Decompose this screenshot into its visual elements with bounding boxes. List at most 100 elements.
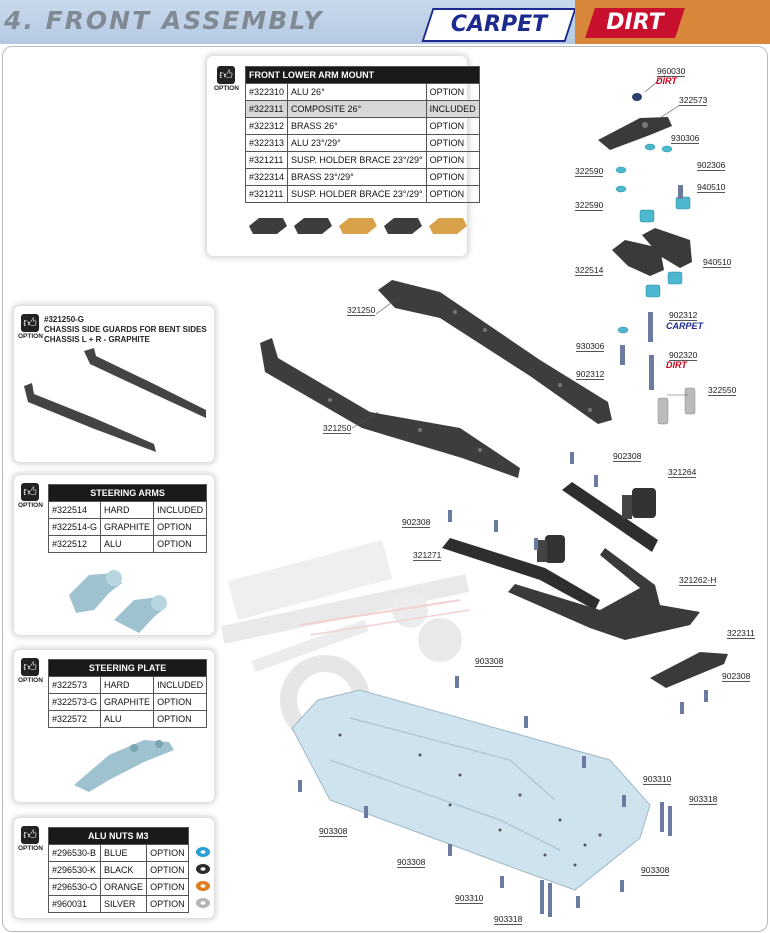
steering-arms-thumbnail [69, 570, 167, 633]
cell-desc: SILVER [100, 895, 148, 913]
label-321250-b: 321250 [323, 423, 352, 434]
side-guard-lower [260, 338, 520, 478]
table-title: FRONT LOWER ARM MOUNT [245, 66, 480, 84]
table-title: ALU NUTS M3 [48, 827, 189, 845]
option-label: OPTION [214, 85, 239, 92]
label-940510-a: 940510 [697, 182, 726, 193]
nut-icon [196, 898, 210, 908]
chassis-side-guards-box: 👍︎ OPTION #321250-G CHASSIS SIDE GUARDS … [14, 306, 214, 462]
header-bar: 4. FRONT ASSEMBLY CARPET DIRT [0, 0, 770, 44]
label-321271: 321271 [413, 550, 442, 561]
brace-321271 [442, 538, 600, 610]
cell-status: INCLUDED [425, 100, 480, 118]
page-title: 4. FRONT ASSEMBLY [4, 6, 324, 35]
label-321264: 321264 [668, 467, 697, 478]
label-322311: 322311 [727, 628, 755, 639]
nut-icon [196, 847, 210, 857]
label-902320: 902320 [669, 350, 698, 361]
front-bumper [508, 548, 700, 640]
nut-960030 [632, 93, 642, 101]
label-903310-a: 903310 [643, 774, 672, 785]
option-label: OPTION [18, 677, 43, 684]
nut-icon [196, 864, 210, 874]
cell-status: OPTION [425, 185, 480, 203]
label-940510-b: 940510 [703, 257, 732, 268]
arm-mount-thumbnails [249, 218, 467, 234]
cell-desc: ALU [100, 535, 155, 553]
label-322590-b: 322590 [575, 200, 604, 211]
steering-arm-left [612, 240, 664, 276]
side-guards-thumbnail [24, 348, 206, 452]
label-902308-b: 902308 [402, 517, 431, 528]
option-marker: 👍︎ OPTION [18, 826, 43, 852]
cell-part: #322572 [47, 710, 102, 728]
label-902308-a: 902308 [613, 451, 642, 462]
label-960030: 960030 [657, 66, 686, 77]
assembly-frame [2, 46, 768, 932]
guards-desc-line2: CHASSIS L + R - GRAPHITE [44, 335, 150, 344]
dirt-tag-2: DIRT [666, 360, 687, 370]
label-903308-b: 903308 [319, 826, 348, 837]
label-903308-d: 903308 [641, 865, 670, 876]
bulkhead-left [545, 535, 565, 563]
option-label: OPTION [18, 502, 43, 509]
cell-part: #960031 [47, 895, 102, 913]
table-title: STEERING PLATE [47, 659, 208, 677]
dirt-tag-1: DIRT [656, 76, 677, 86]
cell-status: OPTION [146, 895, 189, 913]
label-321262-h: 321262-H [679, 575, 717, 586]
option-marker: 👍︎ OPTION [214, 66, 239, 92]
arm-mount-322311 [650, 652, 728, 688]
cell-part: #321211 [244, 185, 289, 203]
option-label: OPTION [18, 333, 43, 340]
carpet-tag: CARPET [666, 321, 704, 331]
thumbs-up-icon: 👍︎ [21, 483, 39, 501]
label-902306: 902306 [697, 160, 726, 171]
label-322590-a: 322590 [575, 166, 604, 177]
steering-plate-thumbnail [74, 740, 174, 792]
cell-desc: ALU [100, 710, 155, 728]
label-322550: 322550 [708, 385, 737, 396]
label-903308-a: 903308 [475, 656, 504, 667]
label-902312-b: 902312 [576, 369, 605, 380]
thumbs-up-icon: 👍︎ [21, 314, 39, 332]
label-321250-a: 321250 [347, 305, 376, 316]
side-guard-upper [378, 280, 612, 424]
label-903318-a: 903318 [689, 794, 718, 805]
guards-desc-line1: CHASSIS SIDE GUARDS FOR BENT SIDES [44, 325, 207, 334]
cell-status: OPTION [153, 535, 208, 553]
label-903310-b: 903310 [455, 893, 484, 904]
cell-desc: SUSP. HOLDER BRACE 23°/29° [287, 185, 427, 203]
label-902312-a: 902312 [669, 310, 698, 321]
label-903318-b: 903318 [494, 914, 523, 925]
bulkhead-right [632, 488, 656, 518]
thumbs-up-icon: 👍︎ [217, 66, 235, 84]
cell-status: OPTION [153, 710, 208, 728]
option-marker: 👍︎ OPTION [18, 483, 43, 509]
option-label: OPTION [18, 845, 43, 852]
cell-part: #322311 [244, 100, 289, 118]
steering-plate-322573 [598, 117, 672, 150]
nut-swatches [196, 847, 210, 908]
thumbs-up-icon: 👍︎ [21, 826, 39, 844]
brace-upper [562, 482, 658, 552]
